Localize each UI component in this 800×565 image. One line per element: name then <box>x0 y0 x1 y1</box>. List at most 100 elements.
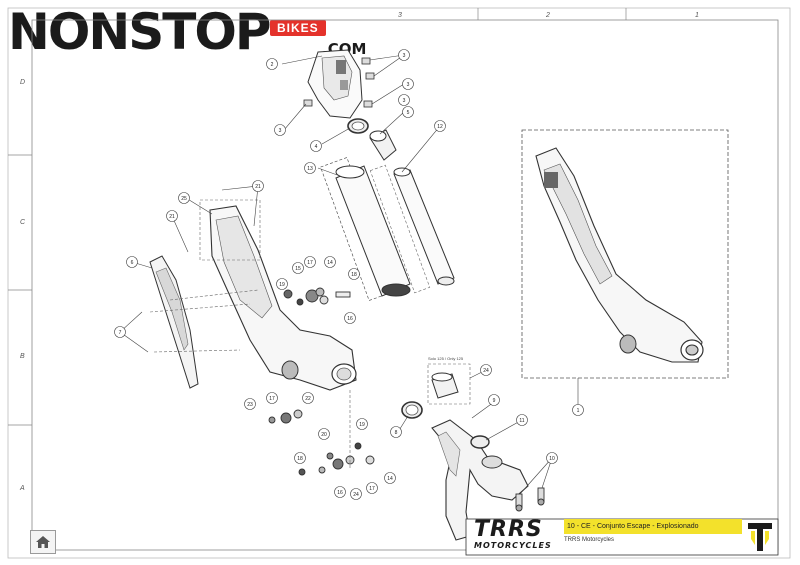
svg-text:9: 9 <box>493 398 496 404</box>
svg-text:3: 3 <box>403 53 406 59</box>
end-cap-5 <box>369 129 397 161</box>
silencer-body-25 <box>209 205 357 391</box>
svg-text:21: 21 <box>255 184 261 190</box>
zone-top-1: 1 <box>695 12 699 19</box>
callout-14b: 14 <box>384 472 396 484</box>
title-block: TRRS MOTORCYCLES 10 - CE - Conjunto Esca… <box>466 517 776 555</box>
svg-text:7: 7 <box>119 330 122 336</box>
bolts-10 <box>515 487 545 512</box>
callout-17a: 17 <box>304 256 316 268</box>
zone-top-3: 3 <box>398 12 402 19</box>
side-guard-6 <box>149 255 199 389</box>
svg-text:25: 25 <box>181 196 187 202</box>
callout-20: 20 <box>318 428 330 440</box>
callout-25: 25 <box>178 192 190 204</box>
logo-badge: BIKES <box>270 20 326 36</box>
callout-14a: 14 <box>324 256 336 268</box>
svg-text:2: 2 <box>271 62 274 68</box>
callout-21a: 21 <box>166 210 178 222</box>
callout-3b: 3 <box>402 78 414 90</box>
callout-3c: 3 <box>274 124 286 136</box>
svg-text:17: 17 <box>369 486 375 492</box>
svg-text:21: 21 <box>169 214 175 220</box>
callout-3a: 3 <box>398 49 410 61</box>
leader-lines <box>119 54 579 495</box>
mount-hardware-lower <box>298 442 375 476</box>
callout-24a: 24 <box>350 488 362 500</box>
callout-9: 9 <box>488 394 500 406</box>
svg-text:16: 16 <box>347 316 353 322</box>
svg-text:15: 15 <box>295 266 301 272</box>
svg-text:5: 5 <box>407 110 410 116</box>
svg-text:10: 10 <box>549 456 555 462</box>
svg-text:20: 20 <box>321 432 327 438</box>
svg-text:13: 13 <box>307 166 313 172</box>
zone-left-A: A <box>19 485 25 492</box>
svg-text:22: 22 <box>305 396 311 402</box>
callout-19b: 19 <box>356 418 368 430</box>
seal-11 <box>470 435 490 449</box>
home-icon <box>36 536 50 548</box>
spacer-note: Solo 125 / Only 125 <box>428 356 464 361</box>
svg-text:3: 3 <box>403 98 406 104</box>
svg-text:11: 11 <box>519 418 524 424</box>
svg-text:18: 18 <box>297 456 303 462</box>
header-pipe-9 <box>431 419 529 541</box>
zone-left-B: B <box>20 353 25 360</box>
callout-24b: 24 <box>480 364 492 376</box>
callout-4: 4 <box>310 140 322 152</box>
callout-19a: 19 <box>276 278 288 290</box>
svg-text:14: 14 <box>387 476 393 482</box>
callout-5: 5 <box>402 106 414 118</box>
inner-pipe-12 <box>393 167 455 286</box>
home-button[interactable] <box>30 530 56 554</box>
mount-hardware-mid <box>268 409 303 424</box>
gasket-4 <box>347 118 369 134</box>
callout-21b: 21 <box>252 180 264 192</box>
logo-wordmark: NONSTOP <box>8 3 271 61</box>
callout-23: 23 <box>244 398 256 410</box>
svg-text:12: 12 <box>437 124 443 130</box>
callout-11: 11 <box>516 414 528 426</box>
svg-text:1: 1 <box>577 408 580 414</box>
trrs-subtext: MOTORCYCLES <box>474 541 552 550</box>
drawing-title: 10 - CE - Conjunto Escape - Explosionado <box>564 519 742 534</box>
svg-text:8: 8 <box>395 430 398 436</box>
bracket-guide <box>199 199 261 261</box>
inner-frame <box>31 19 779 551</box>
svg-text:19: 19 <box>279 282 285 288</box>
spacer-24 <box>427 363 471 405</box>
assembled-exhaust <box>535 147 704 363</box>
callout-2: 2 <box>266 58 278 70</box>
callout-18b: 18 <box>294 452 306 464</box>
callout-13: 13 <box>304 162 316 174</box>
callout-15: 15 <box>292 262 304 274</box>
guard-guides <box>149 289 259 353</box>
callout-16a: 16 <box>344 312 356 324</box>
callout-17c: 17 <box>366 482 378 494</box>
trrs-logo: TRRS MOTORCYCLES <box>466 517 562 555</box>
zone-top-2: 2 <box>545 12 550 19</box>
callout-22: 22 <box>302 392 314 404</box>
callout-17b: 17 <box>266 392 278 404</box>
pipe-guide <box>369 164 431 294</box>
outer-frame <box>7 7 791 559</box>
callout-18a: 18 <box>348 268 360 280</box>
svg-text:24: 24 <box>353 492 359 498</box>
svg-text:23: 23 <box>247 402 253 408</box>
svg-text:3: 3 <box>279 128 282 134</box>
callout-8: 8 <box>390 426 402 438</box>
callout-12: 12 <box>434 120 446 132</box>
svg-text:3: 3 <box>407 82 410 88</box>
drawing-subtitle: TRRS Motorcycles <box>564 537 615 543</box>
svg-text:18: 18 <box>351 272 357 278</box>
callout-10: 10 <box>546 452 558 464</box>
svg-text:17: 17 <box>269 396 275 402</box>
svg-text:19: 19 <box>359 422 365 428</box>
svg-text:17: 17 <box>307 260 313 266</box>
callout-16b: 16 <box>334 486 346 498</box>
svg-text:16: 16 <box>337 490 343 496</box>
svg-text:24: 24 <box>483 368 489 374</box>
callout-6: 6 <box>126 256 138 268</box>
